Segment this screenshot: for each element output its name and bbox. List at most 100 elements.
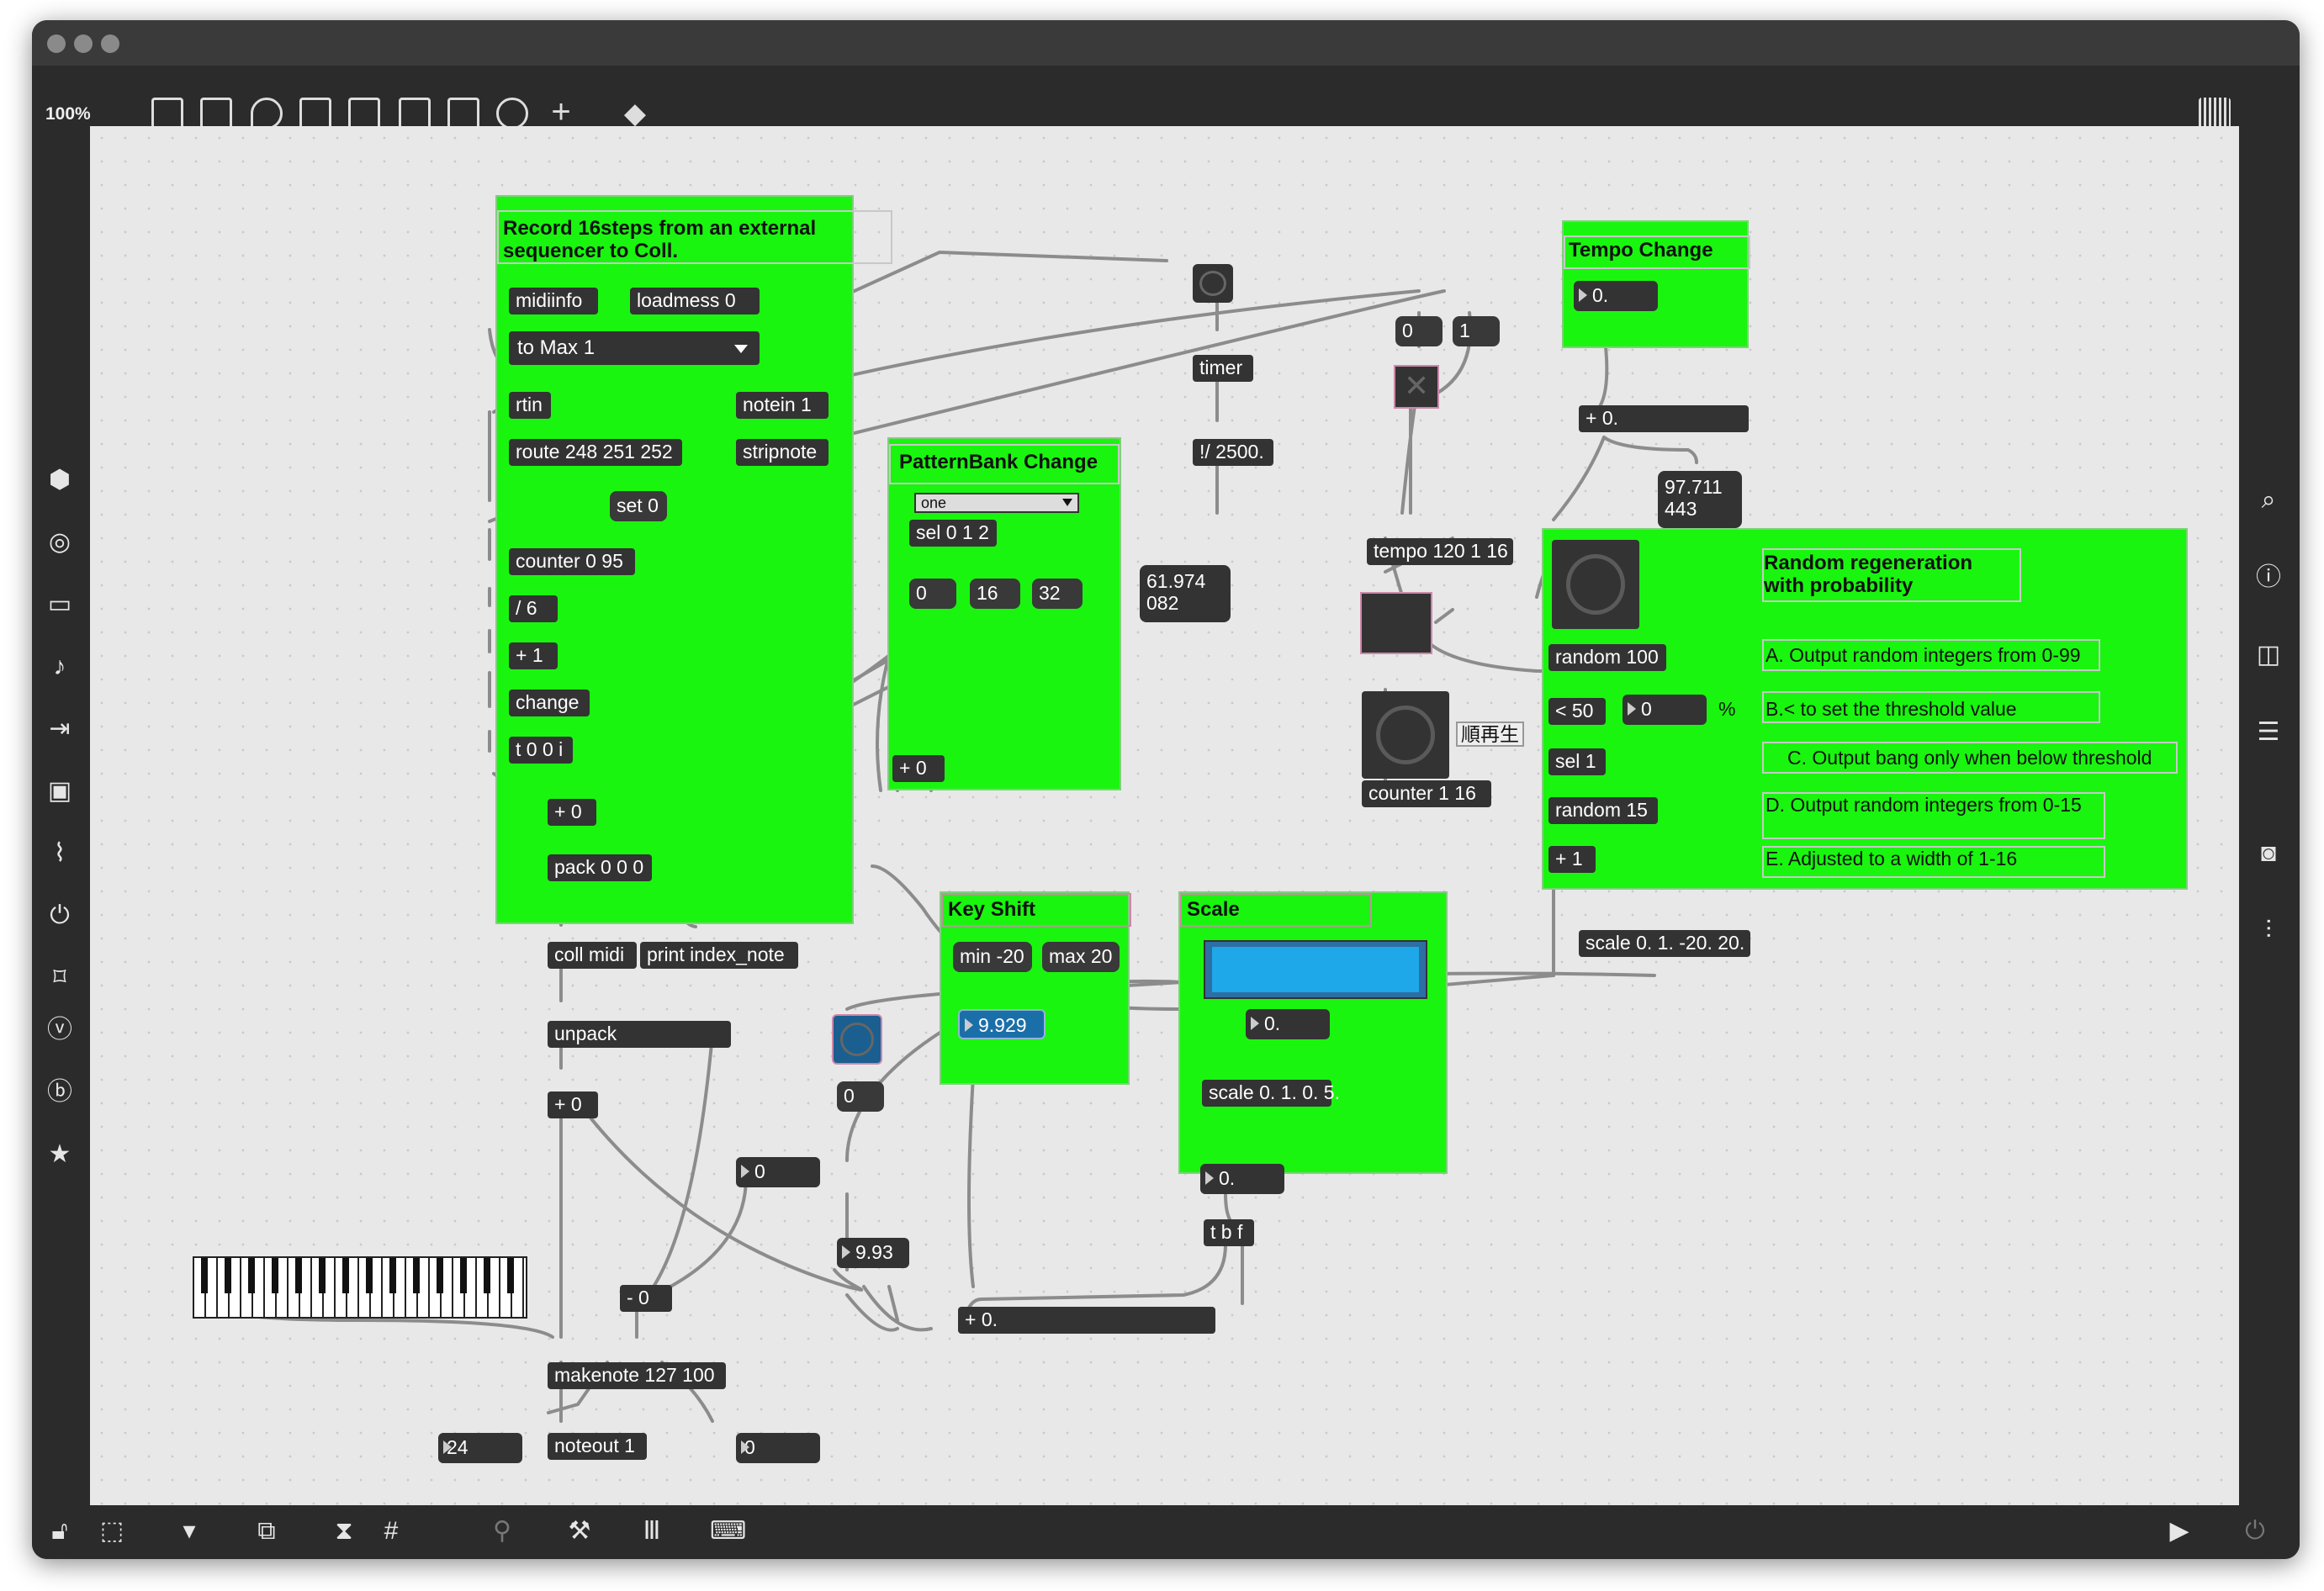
t-b-f-object[interactable]: t b f [1204,1219,1254,1246]
stripnote-object[interactable]: stripnote [736,439,828,466]
bang-random-keyshift[interactable] [832,1014,882,1065]
tempo-off-message[interactable]: 0 [1395,316,1443,346]
star-icon[interactable]: ★ [48,1140,71,1168]
plus-0-d-object[interactable]: + 0. [958,1307,1215,1334]
bang-timer[interactable] [1193,264,1233,303]
dial-random[interactable] [1552,540,1639,629]
image-icon[interactable]: ▣ [47,777,72,805]
divide-6-object[interactable]: / 6 [509,595,558,622]
align-icon[interactable]: ⧗ [335,1517,353,1545]
div-2500-object[interactable]: !/ 2500. [1193,439,1273,466]
pattern-0-message[interactable]: 0 [909,579,956,609]
layers-icon[interactable]: ⧉ [257,1517,276,1545]
bpm-message[interactable]: 61.974 082 [1140,565,1231,622]
camera-icon[interactable]: ◙ [2260,839,2277,867]
paperclip-icon[interactable]: ⌇ [53,839,66,867]
max-message[interactable]: max 20 [1042,942,1120,972]
route-object[interactable]: route 248 251 252 [509,439,682,466]
cube-icon[interactable]: ⬢ [48,466,71,494]
min-message[interactable]: min -20 [953,942,1032,972]
number-box-out[interactable]: 0 [736,1433,820,1463]
number-box-keyshift[interactable]: 9.929 [958,1009,1046,1039]
scale-0-5-object[interactable]: scale 0. 1. 0. 5. [1202,1080,1340,1107]
toggle-icon[interactable] [299,98,331,130]
keyboard-kslider[interactable] [193,1256,527,1319]
rtin-object[interactable]: rtin [509,392,551,419]
new-message-icon[interactable] [200,98,232,130]
play-icon[interactable]: ▶ [2169,1517,2189,1545]
change-object[interactable]: change [509,690,590,716]
wrench-icon[interactable]: ⚒ [568,1517,591,1545]
scale-slider[interactable] [1204,940,1427,999]
plus-1-object[interactable]: + 1 [509,642,558,669]
patcher-canvas[interactable]: Record 16steps from an external sequence… [90,126,2239,1505]
timer-object[interactable]: timer [1193,355,1253,382]
coll-object[interactable]: coll midi [548,942,637,969]
grid-view-icon[interactable] [2199,98,2231,130]
minimize-window-button[interactable] [74,34,93,53]
device-icon[interactable]: ⌑ [53,964,66,991]
button-icon[interactable] [348,98,380,130]
counter-0-95-object[interactable]: counter 0 95 [509,548,635,575]
plug-icon[interactable]: ⏻ [50,901,70,929]
b-icon[interactable]: ⓑ [47,1078,72,1106]
tempo-message[interactable]: 97.711 443 [1658,471,1742,528]
random-100-object[interactable]: random 100 [1548,644,1666,671]
comment-icon[interactable]: ▾ [183,1517,196,1545]
t-0-0-i-object[interactable]: t 0 0 i [509,737,573,764]
pattern-menu[interactable]: one [914,493,1079,513]
minus-0-object[interactable]: - 0 [620,1285,672,1312]
plus-1-b-object[interactable]: + 1 [1548,846,1596,873]
random-15-object[interactable]: random 15 [1548,797,1658,824]
sel-0-1-2-object[interactable]: sel 0 1 2 [909,520,997,547]
noteout-object[interactable]: noteout 1 [548,1433,647,1460]
info-icon[interactable]: ⓘ [2256,563,2281,591]
power-icon[interactable]: ⏻ [2245,1517,2265,1545]
target-icon[interactable]: ◎ [48,528,71,556]
number-box-scale-out[interactable]: 0. [1200,1164,1284,1194]
number-box-threshold[interactable]: 0 [1623,695,1707,725]
music-note-icon[interactable]: ♪ [53,653,66,680]
set0-message[interactable]: set 0 [610,491,667,521]
number-box-24[interactable]: 24 [438,1433,522,1463]
plus-0-b-object[interactable]: + 0 [548,1092,598,1118]
mixer-icon[interactable]: ⫶ [2265,917,2272,944]
new-comment-icon[interactable] [251,98,283,130]
lock-icon[interactable]: 🔓︎ [51,1517,68,1545]
list-icon[interactable]: ☰ [2257,718,2280,746]
plus-0-e-object[interactable]: + 0. [1579,405,1749,432]
piano-icon[interactable]: Ⅲ [643,1517,661,1545]
toggle-tempo[interactable]: ✕ [1394,365,1439,409]
keyboard-icon[interactable]: ⌨ [710,1517,747,1545]
print-object[interactable]: print index_note [640,942,798,969]
loadmess-object[interactable]: loadmess 0 [630,288,760,314]
close-window-button[interactable] [47,34,66,53]
number-box-scale[interactable]: 0. [1246,1009,1330,1039]
number-box-mid[interactable]: 0 [736,1157,820,1187]
zoom-level[interactable]: 100% [45,104,91,124]
pattern-32-message[interactable]: 32 [1032,579,1083,609]
film-icon[interactable]: ▭ [47,590,72,618]
add-object-icon[interactable]: + [551,93,571,130]
scale-neg20-object[interactable]: scale 0. 1. -20. 20. [1579,930,1750,957]
plus-0-object[interactable]: + 0 [548,799,596,826]
notein-object[interactable]: notein 1 [736,392,828,419]
zoom-window-button[interactable] [101,34,119,53]
debug-icon[interactable]: ⚲ [493,1517,511,1545]
paint-bucket-icon[interactable]: ◆ [623,98,647,130]
midiinfo-object[interactable]: midiinfo [509,288,598,314]
slider-icon[interactable] [447,98,479,130]
less-than-50-object[interactable]: < 50 [1548,698,1606,725]
midi-port-menu[interactable]: to Max 1 [509,331,760,365]
columns-icon[interactable]: ◫ [2256,641,2281,669]
sel-1-object[interactable]: sel 1 [1548,748,1606,775]
number-box-tempo[interactable]: 0. [1574,281,1658,311]
vimeo-icon[interactable]: ⓥ [47,1016,72,1044]
new-object-icon[interactable] [151,98,183,130]
number-box-993[interactable]: 9.93 [837,1238,909,1268]
dial-play[interactable] [1362,691,1449,779]
plus-0-c-object[interactable]: + 0 [892,755,945,782]
number-icon[interactable] [399,98,431,130]
grid-icon[interactable]: # [384,1517,399,1545]
search-icon[interactable]: ⌕ [2261,486,2276,514]
